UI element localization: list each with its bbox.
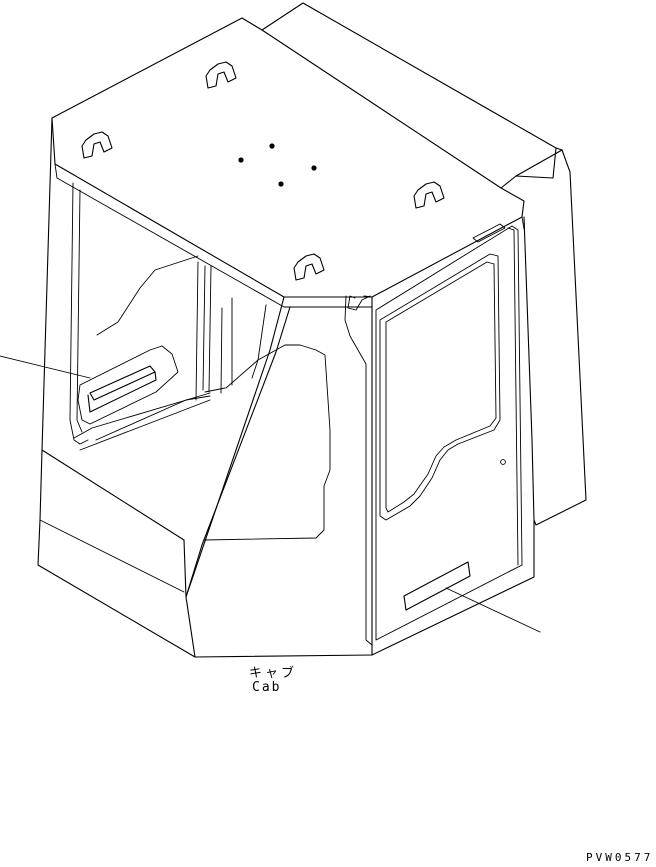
floor-outline bbox=[95, 344, 331, 541]
roof-bolt-hole bbox=[238, 157, 244, 163]
lifting-bracket bbox=[81, 131, 113, 159]
front-lower-panel bbox=[185, 544, 373, 658]
roof-bolt-hole bbox=[278, 181, 284, 187]
leader-line-left bbox=[0, 355, 91, 379]
front-pillar bbox=[185, 296, 301, 598]
cab-door bbox=[344, 216, 535, 656]
part-label-english: Cab bbox=[252, 680, 282, 695]
left-side-wall bbox=[37, 117, 212, 658]
caution-plate-door bbox=[403, 561, 471, 611]
lifting-bracket bbox=[293, 253, 325, 281]
leader-line-right bbox=[445, 587, 541, 633]
drawing-code: PVW0577 bbox=[586, 851, 654, 864]
lifting-bracket bbox=[413, 181, 445, 209]
part-label-japanese: キャブ bbox=[249, 666, 298, 681]
rear-housing bbox=[261, 2, 587, 526]
lifting-bracket bbox=[205, 61, 237, 89]
door-handle-icon bbox=[500, 459, 506, 465]
caution-plate-left bbox=[77, 345, 179, 425]
roof-panel bbox=[51, 17, 525, 308]
roof-bolt-hole bbox=[269, 143, 275, 149]
roof-bolt-hole bbox=[311, 165, 317, 171]
